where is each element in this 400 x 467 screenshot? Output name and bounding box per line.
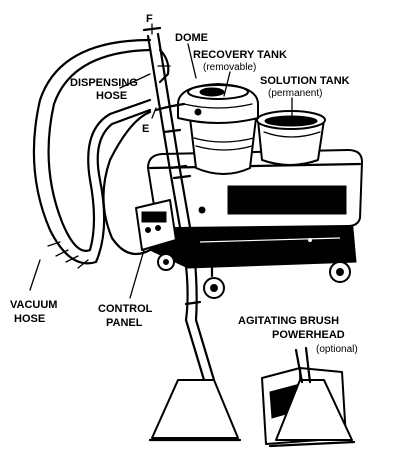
leader-dome <box>187 43 197 79</box>
wheel-back <box>157 253 175 271</box>
label-dispensing-hose: DISPENSING <box>70 77 138 89</box>
label-control-panel: CONTROL <box>98 303 153 315</box>
label-solution-tank: SOLUTION TANK <box>260 75 350 87</box>
label-dome: DOME <box>175 32 208 44</box>
wheel-front-left <box>203 264 225 299</box>
leader-vacuum <box>29 259 41 291</box>
body-vent-panel <box>227 185 347 215</box>
dispensing-hose <box>102 48 186 256</box>
vacuum-hose <box>32 38 152 269</box>
label-powerhead-2: POWERHEAD <box>272 329 345 341</box>
label-e: E <box>142 123 149 135</box>
base-highlight <box>199 237 341 243</box>
solution-tank <box>256 110 326 166</box>
labels: F E DOME RECOVERY TANK (removable) SOLUT… <box>10 13 358 355</box>
wheel-front-right <box>329 256 351 283</box>
agitating-brush-powerhead <box>261 346 356 448</box>
label-f: F <box>146 13 153 25</box>
leader-lines <box>29 23 293 299</box>
dome <box>177 83 259 124</box>
label-powerhead: AGITATING BRUSH <box>238 315 339 327</box>
wheels <box>157 253 351 299</box>
body-rim <box>148 162 362 170</box>
leader-e <box>151 107 157 119</box>
label-solution-tank-note: (permanent) <box>268 88 322 99</box>
recovery-tank <box>189 117 257 175</box>
leader-dispensing <box>119 73 151 89</box>
leader-control <box>129 249 145 299</box>
label-vacuum-hose: VACUUM <box>10 299 57 311</box>
label-vacuum-hose-2: HOSE <box>14 313 45 325</box>
body-latch <box>198 206 206 214</box>
label-recovery-tank-note: (removable) <box>203 62 256 73</box>
wand <box>142 26 216 382</box>
leader-recovery <box>223 71 231 97</box>
label-powerhead-note: (optional) <box>316 344 358 355</box>
label-dispensing-hose-2: HOSE <box>96 90 127 102</box>
label-recovery-tank: RECOVERY TANK <box>193 49 287 61</box>
base-screw <box>308 238 312 242</box>
control-panel-box <box>135 199 177 251</box>
label-control-panel-2: PANEL <box>106 317 143 329</box>
floor-tool <box>148 379 242 442</box>
